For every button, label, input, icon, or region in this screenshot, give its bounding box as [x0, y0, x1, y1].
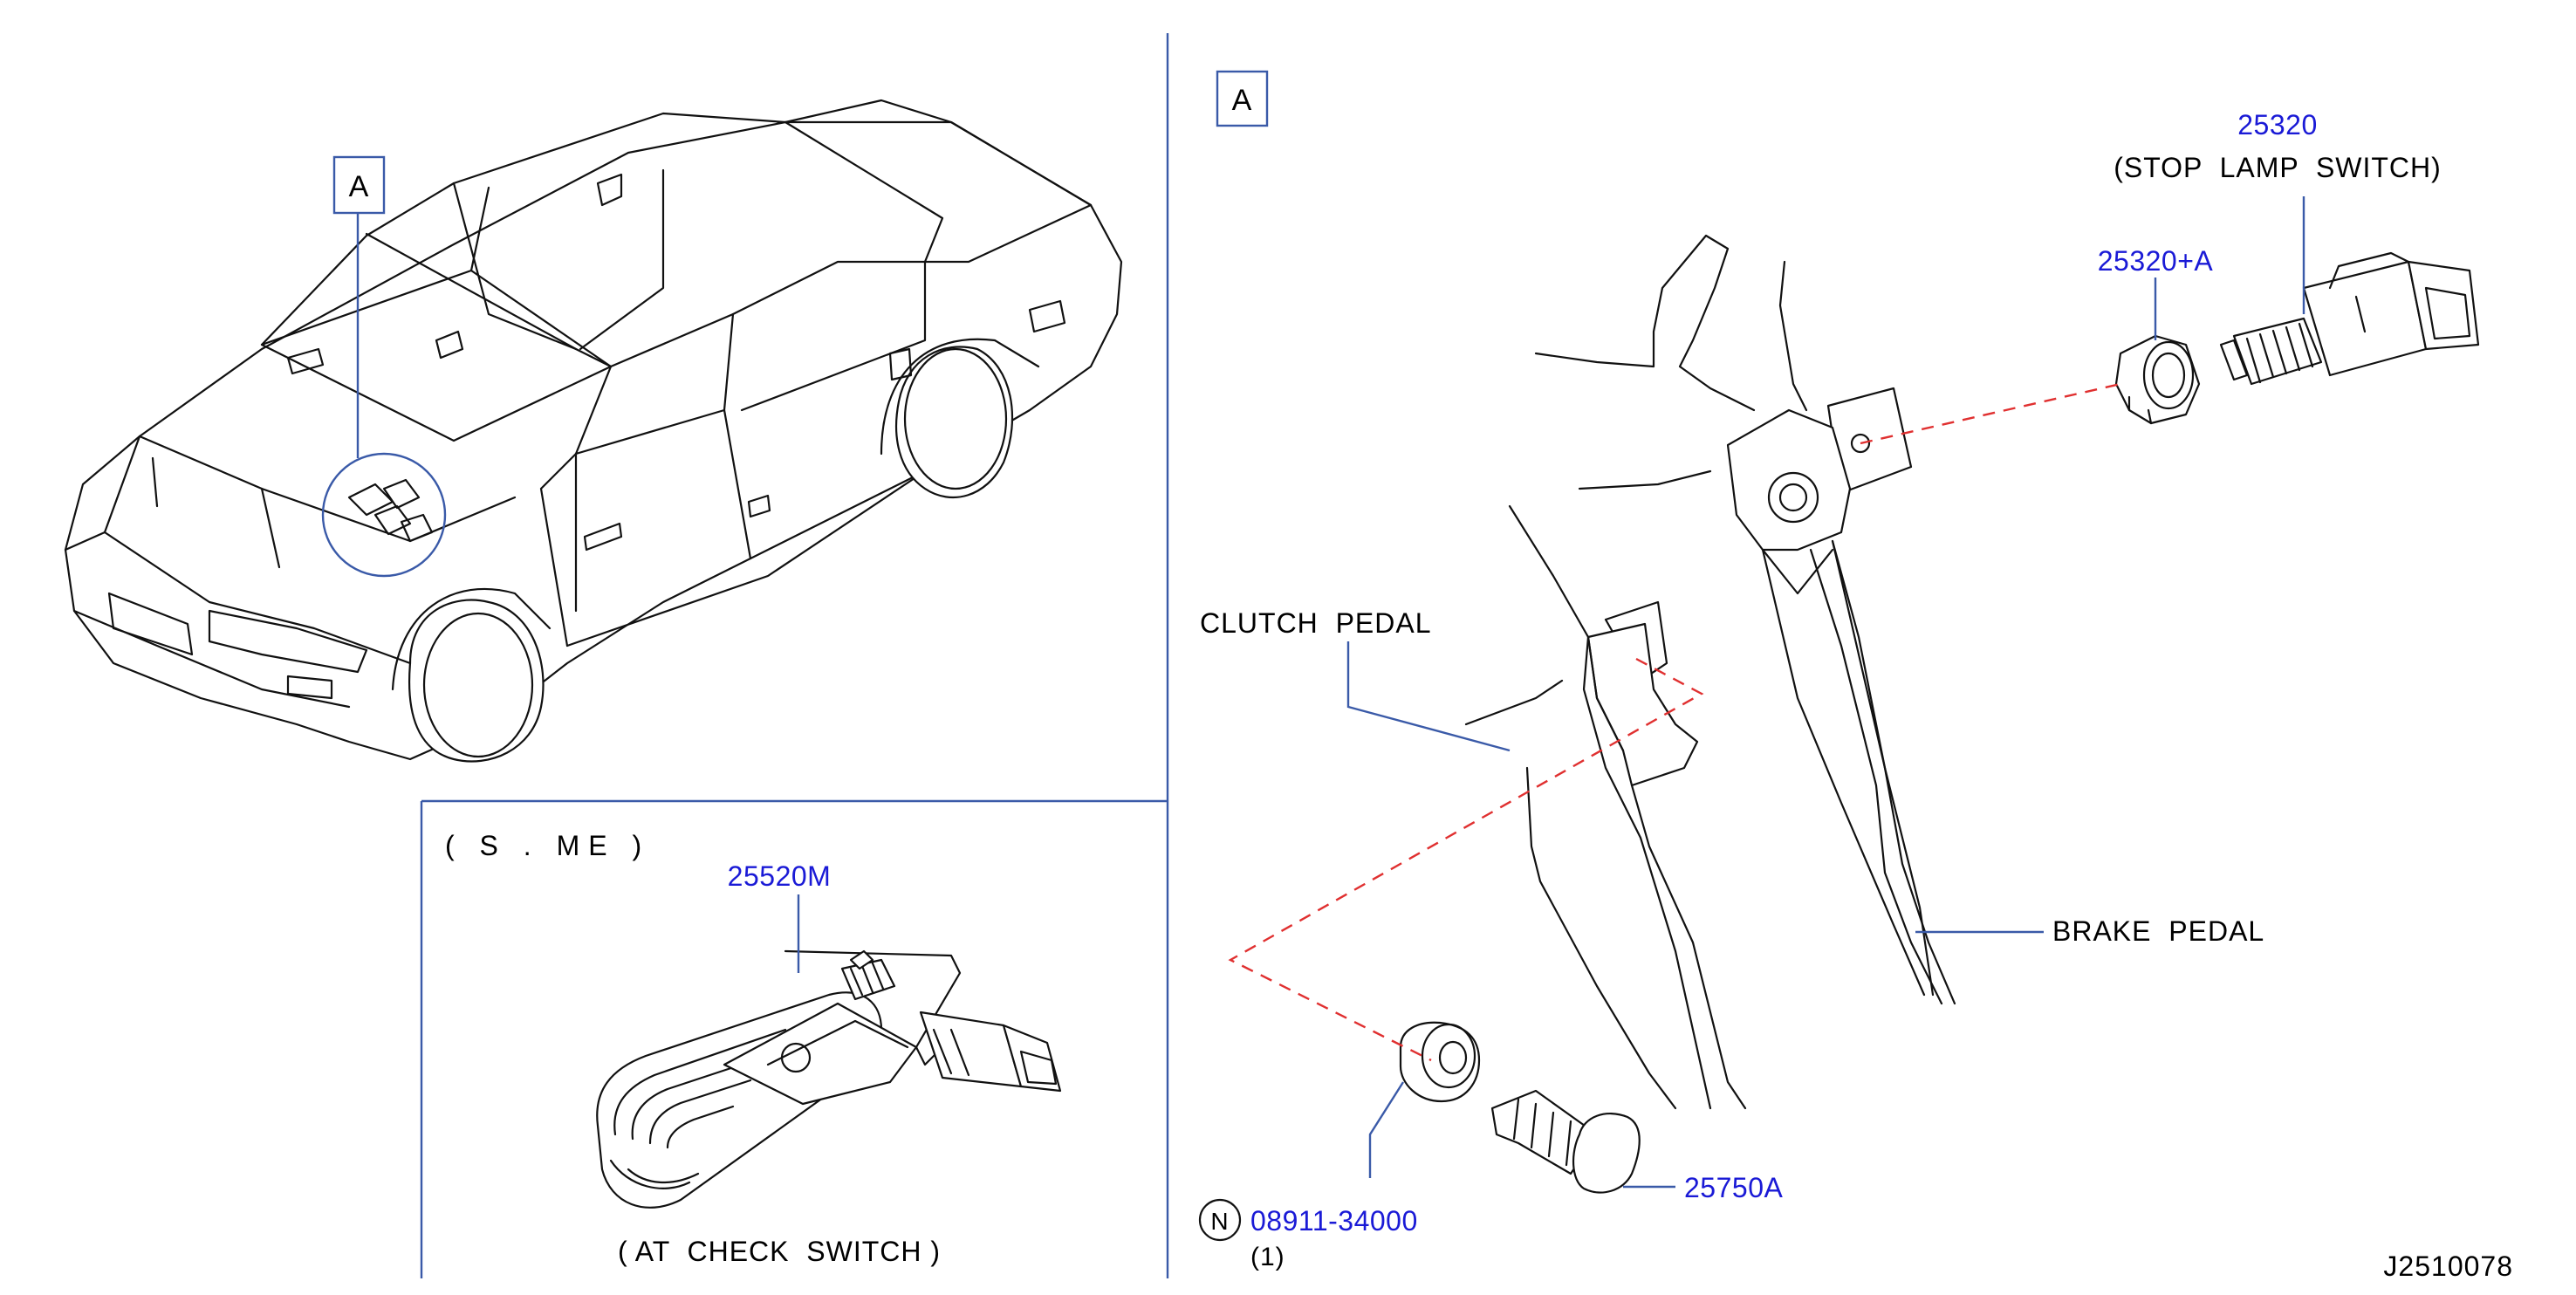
- stopper-and-nut-drawing: [1399, 1021, 1641, 1194]
- car-illustration: [64, 99, 1123, 763]
- stop-lamp-switch-name: (STOP LAMP SWITCH): [2114, 152, 2442, 183]
- leader-lines-detail: [1346, 196, 2305, 1189]
- pedal-assembly: [1464, 234, 1956, 1110]
- detail-ref-label: A: [1232, 84, 1252, 117]
- switch-nut-part-number: 25320+A: [2098, 245, 2214, 277]
- clutch-pedal-label: CLUTCH PEDAL: [1200, 607, 1432, 639]
- nut-part-number: 08911-34000: [1250, 1205, 1418, 1237]
- car-ref-label: A: [349, 170, 369, 203]
- nut-symbol: N: [1210, 1208, 1229, 1235]
- stop-lamp-switch-part-number: 25320: [2237, 109, 2317, 140]
- at-check-switch-name: ( AT CHECK SWITCH ): [618, 1236, 941, 1267]
- assembly-dashed-lines: [1228, 382, 2121, 1062]
- detail-ref-box: A: [1216, 70, 1269, 127]
- panel-dividers: [420, 33, 1169, 1278]
- callout-circle: [321, 452, 447, 578]
- stop-lamp-switch-drawing: [2114, 251, 2480, 425]
- at-check-switch-part-number: 25520M: [728, 860, 832, 892]
- diagram-code: J2510078: [2383, 1250, 2513, 1282]
- smt-variant-label: ( S . ME ): [445, 830, 650, 861]
- at-check-switch-drawing: [596, 949, 1062, 1209]
- car-ref-box: A: [332, 155, 386, 215]
- nut-symbol-circle: [1198, 1198, 1242, 1242]
- nut-callout: N 08911-34000 (1): [1198, 1198, 1418, 1271]
- stopper-part-number: 25750A: [1684, 1172, 1783, 1203]
- nut-quantity: (1): [1250, 1243, 1285, 1271]
- brake-pedal-label: BRAKE PEDAL: [2052, 915, 2264, 947]
